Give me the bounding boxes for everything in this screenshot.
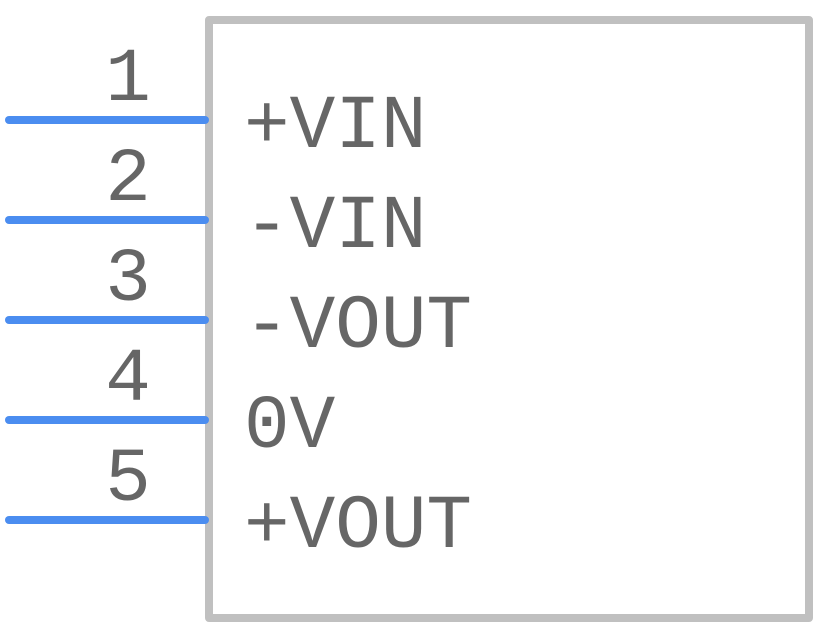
pin-2: 2 -VIN (5, 137, 426, 270)
pin-2-number: 2 (105, 137, 151, 223)
pin-3-number: 3 (105, 237, 151, 323)
pin-3: 3 -VOUT (5, 237, 472, 370)
component-body (205, 16, 813, 622)
pin-3-label: -VOUT (244, 284, 472, 370)
pin-4-number: 4 (105, 337, 151, 423)
pin-5-label: +VOUT (244, 484, 472, 570)
pin-5-number: 5 (105, 437, 151, 523)
pin-4-label: 0V (244, 384, 336, 470)
pin-1: 1 +VIN (5, 37, 426, 170)
pin-4: 4 0V (5, 337, 336, 470)
pin-1-number: 1 (105, 37, 151, 123)
pin-2-label: -VIN (244, 184, 426, 270)
pin-5: 5 +VOUT (5, 437, 472, 570)
pin-1-label: +VIN (244, 84, 426, 170)
